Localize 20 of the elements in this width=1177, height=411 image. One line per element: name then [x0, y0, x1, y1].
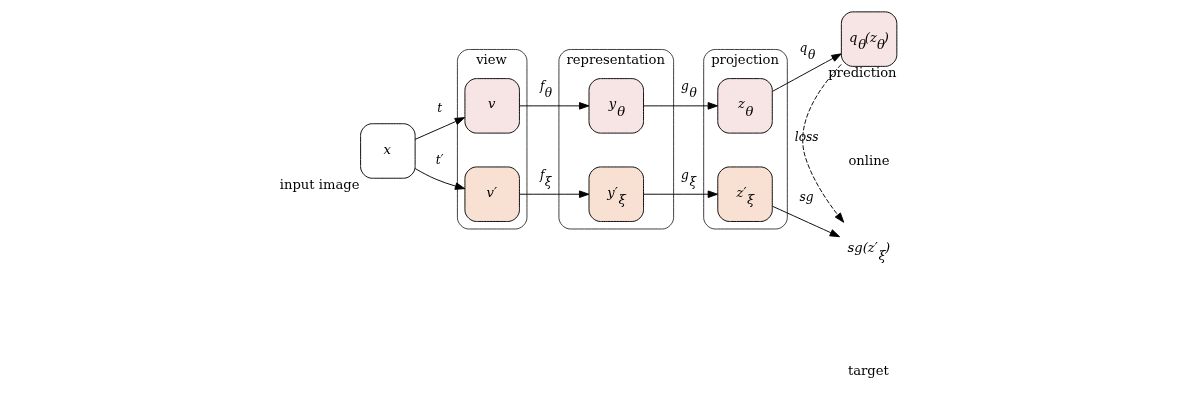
arrow	[642, 190, 718, 198]
arrow	[771, 205, 840, 238]
edge-label: sg	[799, 190, 814, 205]
node-label: input image	[279, 176, 359, 192]
label: target	[847, 363, 889, 379]
edge-label: loss	[794, 130, 819, 145]
label: online	[847, 152, 889, 168]
edge-label: t′	[435, 152, 443, 167]
node-box: x	[359, 123, 416, 179]
edge-label: t	[436, 100, 442, 115]
arrow	[518, 190, 589, 198]
arrow	[801, 63, 844, 223]
arrow	[771, 53, 842, 92]
node-box: v′	[463, 166, 520, 222]
arrow	[518, 102, 589, 110]
node-label: prediction	[827, 64, 897, 80]
node-box: v	[463, 78, 520, 134]
arrow	[414, 168, 465, 190]
arrow	[414, 117, 465, 140]
arrow	[642, 102, 718, 110]
